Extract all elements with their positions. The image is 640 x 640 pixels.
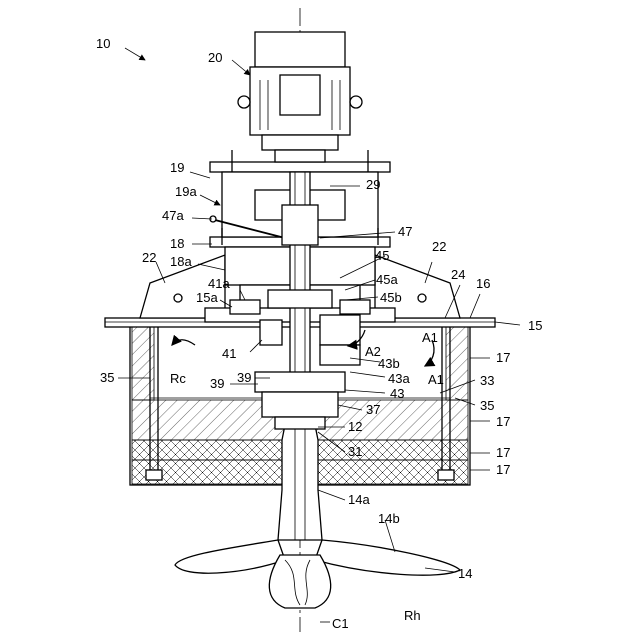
label-part-37: 37: [366, 402, 380, 417]
label-part-16: 16: [476, 276, 490, 291]
label-part-35-right: 35: [480, 398, 494, 413]
label-arrow-a1-lower: A1: [428, 372, 444, 387]
label-wall-17-a: 17: [496, 350, 510, 365]
label-part-35-left: 35: [100, 370, 114, 385]
label-blade-tip: 14b: [378, 511, 400, 526]
label-base-plate: 15: [528, 318, 542, 333]
label-hub-sub-b: 45b: [380, 290, 402, 305]
label-upper-frame: 19: [170, 160, 184, 175]
label-arrow-a1-upper: A1: [422, 330, 438, 345]
label-part-31: 31: [348, 444, 362, 459]
impeller: [175, 540, 460, 608]
motor: [238, 32, 362, 162]
label-wall-17-b: 17: [496, 414, 510, 429]
label-arm: 41a: [208, 276, 230, 291]
label-lower-frame: 18: [170, 236, 184, 251]
label-bracket-left: 22: [142, 250, 156, 265]
label-part-24: 24: [451, 267, 465, 282]
label-hub: 45: [375, 248, 389, 263]
label-impeller: 14: [458, 566, 472, 581]
label-motor: 20: [208, 50, 222, 65]
label-wall-17-c: 17: [496, 445, 510, 460]
flow-arrow-rc: [172, 340, 195, 345]
label-lower-frame-sub: 18a: [170, 254, 192, 269]
label-part-33: 33: [480, 373, 494, 388]
label-rh: Rh: [404, 608, 421, 623]
label-part-12: 12: [348, 419, 362, 434]
label-part-39-a: 39: [237, 370, 251, 385]
label-part-41: 41: [222, 346, 236, 361]
label-hub-sub-a: 45a: [376, 272, 398, 287]
label-lever: 47a: [162, 208, 184, 223]
label-axis: C1: [332, 616, 349, 631]
label-bracket-right: 22: [432, 239, 446, 254]
label-wall-17-d: 17: [496, 462, 510, 477]
label-coupling: 29: [366, 177, 380, 192]
label-part-39-b: 39: [210, 376, 224, 391]
label-part-43: 43: [390, 386, 404, 401]
label-device: 10: [96, 36, 110, 51]
label-upper-frame-sub: 19a: [175, 184, 197, 199]
label-part-43b: 43b: [378, 356, 400, 371]
label-part-43a: 43a: [388, 371, 410, 386]
label-plate-sub: 15a: [196, 290, 218, 305]
label-lever-part: 47: [398, 224, 412, 239]
label-shaft: 14a: [348, 492, 370, 507]
label-rc: Rc: [170, 371, 186, 386]
